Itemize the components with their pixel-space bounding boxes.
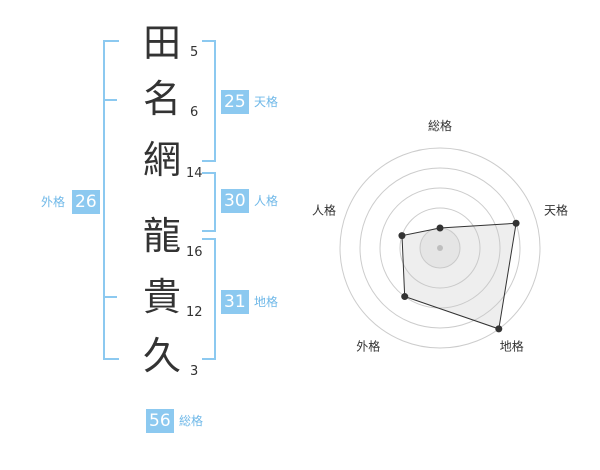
stroke-count-1: 5 <box>190 45 199 60</box>
radar-shape <box>401 222 517 330</box>
stroke-count-4: 16 <box>186 245 203 260</box>
radar-label-soukaku: 総格 <box>428 118 452 133</box>
jinkaku-bracket <box>202 172 216 232</box>
tenkaku-label: 天格 <box>254 95 279 109</box>
radar-label-jinkaku: 人格 <box>312 202 336 217</box>
radar-point-soukaku <box>436 224 444 232</box>
radar-ring <box>359 167 521 329</box>
radar-ring <box>379 187 501 309</box>
chikaku-bracket <box>202 238 216 360</box>
name-char-6: 久 <box>142 334 181 378</box>
tenkaku-value: 25 <box>221 90 249 114</box>
soukaku-value: 56 <box>146 409 174 433</box>
radar-center <box>437 245 443 251</box>
chikaku-value: 31 <box>221 290 249 314</box>
gaikaku-bracket-tick <box>105 99 117 101</box>
radar-point-tenkaku <box>512 219 520 227</box>
stroke-count-3: 14 <box>186 166 203 181</box>
jinkaku-label: 人格 <box>254 194 279 208</box>
jinkaku-value: 30 <box>221 189 249 213</box>
tenkaku-bracket <box>202 40 216 162</box>
gaikaku-bracket <box>103 40 119 360</box>
radar-ring <box>339 147 541 349</box>
radar-point-jinkaku <box>398 232 406 240</box>
name-char-2: 名 <box>142 77 181 121</box>
radar-label-chikaku: 地格 <box>500 339 524 354</box>
gaikaku-value: 26 <box>72 190 100 214</box>
gaikaku-label: 外格 <box>41 195 66 209</box>
radar-label-gaikaku: 外格 <box>356 339 380 354</box>
stroke-count-6: 3 <box>190 364 199 379</box>
radar-ring <box>399 207 481 289</box>
radar-label-tenkaku: 天格 <box>544 202 568 217</box>
gaikaku-bracket-tick <box>105 296 117 298</box>
name-char-3: 網 <box>142 138 181 182</box>
name-char-5: 貴 <box>142 275 181 319</box>
radar-point-gaikaku <box>401 293 409 301</box>
stroke-count-5: 12 <box>186 305 203 320</box>
radar-point-chikaku <box>495 325 503 333</box>
name-char-1: 田 <box>142 21 181 65</box>
name-char-4: 龍 <box>142 214 181 258</box>
chikaku-label: 地格 <box>254 295 279 309</box>
soukaku-label: 総格 <box>179 414 204 428</box>
stroke-count-2: 6 <box>190 105 199 120</box>
